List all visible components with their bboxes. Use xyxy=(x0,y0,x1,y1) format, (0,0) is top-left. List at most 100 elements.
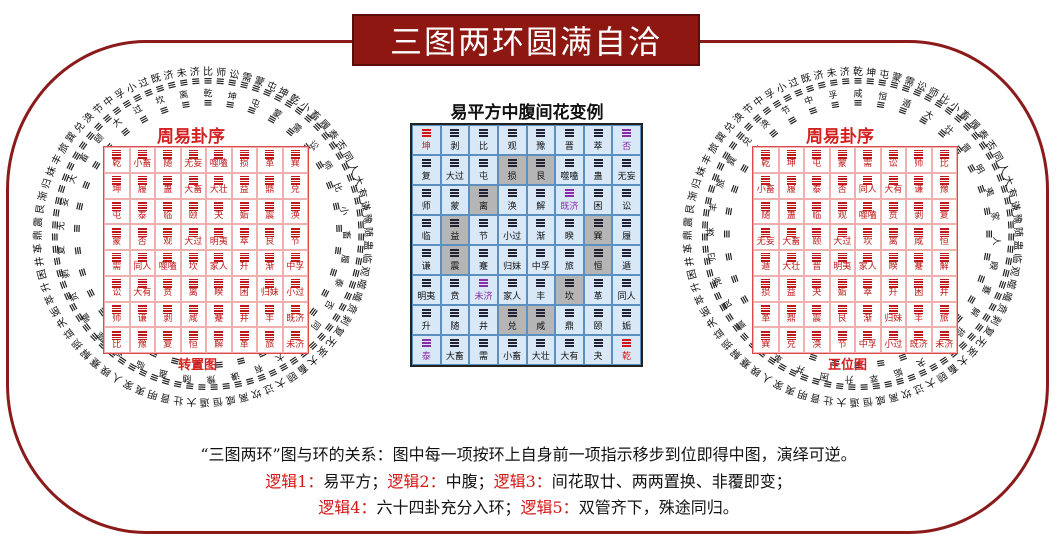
hexagram-label: 归妹 xyxy=(503,261,522,272)
hexagram-icon xyxy=(939,304,949,314)
hexagram-icon xyxy=(421,278,431,288)
hexagram-icon xyxy=(536,278,546,288)
middle-hexagram-cell: 节 xyxy=(469,215,498,245)
ring-hexagram-icon xyxy=(82,180,91,190)
hexagram-label: 旅 xyxy=(939,313,949,324)
ring-hexagram-icon xyxy=(63,291,72,301)
hexagram-icon xyxy=(593,128,603,138)
hexagram-label: 泰 xyxy=(137,210,147,221)
hexagram-cell: 丰 xyxy=(257,301,283,328)
hexagram-label: 艮 xyxy=(265,236,275,247)
hexagram-cell: 兑 xyxy=(778,327,804,353)
hexagram-label: 复 xyxy=(939,210,949,221)
hexagram-cell: 渐 xyxy=(257,250,283,276)
hexagram-label: 益 xyxy=(786,288,796,299)
hexagram-cell: 大壮 xyxy=(778,250,804,276)
hexagram-icon xyxy=(812,279,822,289)
ring-hexagram-icon xyxy=(831,359,840,367)
hexagram-icon xyxy=(888,253,898,263)
ring-hexagram-icon xyxy=(954,114,964,123)
ring-hexagram-icon xyxy=(304,114,314,123)
middle-hexagram-cell: 中孚 xyxy=(526,245,556,275)
hexagram-cell: 坎 xyxy=(180,250,206,276)
hexagram-icon xyxy=(163,176,173,186)
ring-hexagram-icon xyxy=(112,106,122,116)
hexagram-icon xyxy=(112,304,122,314)
logic-4-label: 逻辑4： xyxy=(318,498,377,517)
hexagram-label: 大过 xyxy=(445,171,464,182)
hexagram-icon xyxy=(837,227,847,237)
ring-hexagram-icon xyxy=(75,313,84,322)
ring-hexagram-icon xyxy=(247,106,256,115)
hexagram-icon xyxy=(507,188,517,198)
hexagram-icon xyxy=(163,330,173,340)
hexagram-label: 小过 xyxy=(503,231,522,242)
hexagram-icon xyxy=(507,278,517,288)
hexagram-label: 夬 xyxy=(812,288,822,299)
hexagram-label: 萃 xyxy=(239,236,249,247)
ring-hexagram-icon xyxy=(829,79,838,87)
hexagram-icon xyxy=(863,227,873,237)
ring-hexagram-icon xyxy=(289,356,299,366)
ring-hexagram-icon xyxy=(701,233,708,241)
hexagram-cell: 睽 xyxy=(880,250,906,276)
hexagram-icon xyxy=(239,330,249,340)
title-banner: 三图两环圆满自洽 xyxy=(352,14,700,66)
hexagram-icon xyxy=(450,188,460,198)
hexagram-label: 姤 xyxy=(239,210,249,221)
hexagram-label: 小过 xyxy=(884,339,903,350)
hexagram-cell: 豫 xyxy=(129,327,155,353)
hexagram-icon xyxy=(837,253,847,263)
hexagram-icon xyxy=(536,128,546,138)
hexagram-icon xyxy=(421,248,431,258)
hexagram-label: 归妹 xyxy=(884,313,903,324)
hexagram-cell: 大壮 xyxy=(206,172,232,199)
ring-hexagram-icon xyxy=(228,79,237,87)
ring-hexagram-icon xyxy=(215,361,223,368)
hexagram-label: 睽 xyxy=(214,288,224,299)
hexagram-label: 小畜 xyxy=(133,159,152,170)
hexagram-icon xyxy=(479,218,489,228)
ring-hexagram-icon xyxy=(898,106,908,115)
hexagram-icon xyxy=(536,218,546,228)
hexagram-cell: 同人 xyxy=(855,172,881,199)
hexagram-icon xyxy=(761,279,771,289)
hexagram-icon xyxy=(112,279,122,289)
hexagram-cell: 履 xyxy=(129,172,155,199)
ring-hexagram-icon xyxy=(53,257,61,266)
hexagram-icon xyxy=(786,279,796,289)
middle-hexagram-cell: 夬 xyxy=(583,335,613,365)
ring-hexagram-icon xyxy=(1005,257,1013,266)
hexagram-label: 旅 xyxy=(564,261,574,272)
hexagram-label: 讼 xyxy=(888,159,898,170)
hexagram-label: 鼎 xyxy=(265,185,275,196)
hexagram-label: 坎 xyxy=(188,262,198,273)
ring-hexagram-icon xyxy=(251,84,261,93)
middle-hexagram-cell: 噬嗑 xyxy=(555,155,584,185)
hexagram-cell: 蹇 xyxy=(906,250,932,276)
ring-hexagram-icon xyxy=(884,380,893,388)
hexagram-icon xyxy=(421,158,431,168)
ring-hexagram-icon xyxy=(348,280,357,289)
hexagram-cell: 大有 xyxy=(880,172,906,199)
hexagram-icon xyxy=(593,308,603,318)
hexagram-icon xyxy=(622,128,632,138)
ring-hexagram-icon xyxy=(728,141,738,150)
hexagram-cell: 大有 xyxy=(129,275,155,302)
hexagram-label: 明夷 xyxy=(833,262,852,273)
ring-hexagram-icon xyxy=(817,81,826,89)
middle-hexagram-cell: 巽 xyxy=(583,215,613,245)
hexagram-cell: 咸 xyxy=(180,301,206,328)
hexagram-icon xyxy=(239,304,249,314)
ring-hexagram-icon xyxy=(800,373,809,382)
ring-hexagram-icon xyxy=(939,356,949,366)
hexagram-icon xyxy=(450,248,460,258)
logic-5-label: 逻辑5： xyxy=(520,498,579,517)
hexagram-icon xyxy=(137,176,147,186)
hexagram-cell: 贲 xyxy=(880,198,906,225)
ring-hexagram-icon xyxy=(907,373,916,382)
hexagram-cell: 睽 xyxy=(206,275,232,302)
hexagram-cell: 比 xyxy=(931,147,957,173)
ring-hexagram-icon xyxy=(983,207,991,216)
ring-hexagram-icon xyxy=(279,363,289,372)
